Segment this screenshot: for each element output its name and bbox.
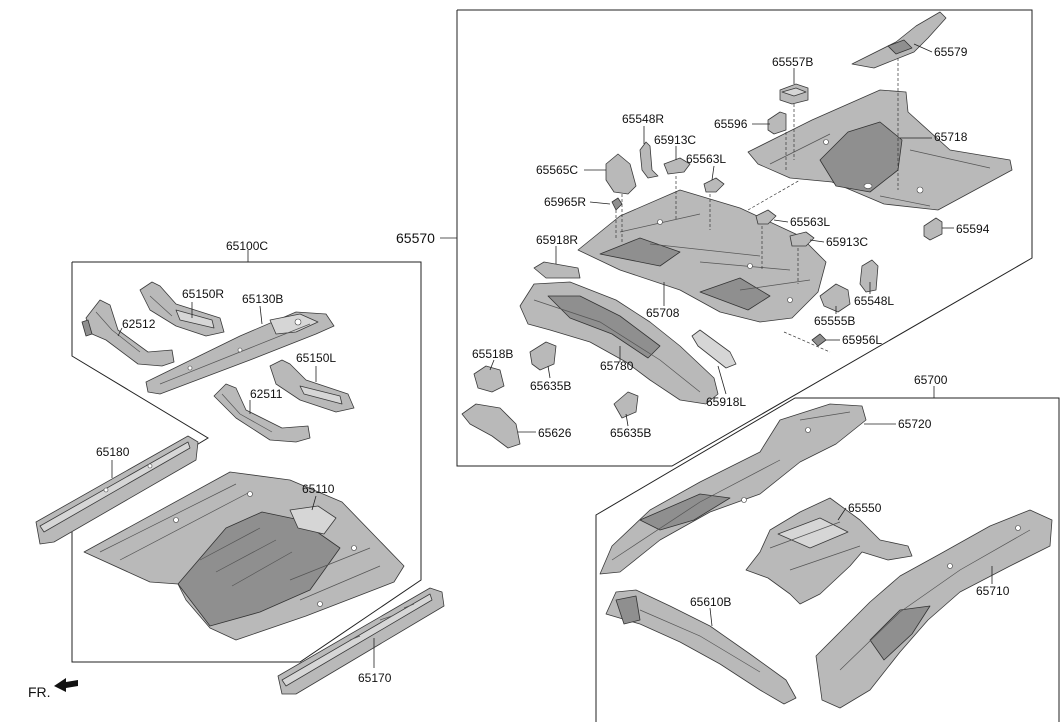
label-65913C-upper: 65913C	[654, 133, 696, 147]
part-65150L	[269, 359, 355, 413]
label-65700: 65700	[914, 373, 948, 387]
label-65555B: 65555B	[814, 314, 855, 328]
part-65170	[277, 587, 445, 695]
part-65918L	[691, 329, 737, 369]
label-65563L-upper: 65563L	[686, 152, 726, 166]
label-65635B-lower: 65635B	[610, 426, 651, 440]
part-65150R	[139, 281, 225, 337]
part-65565C	[605, 153, 637, 195]
part-65965R	[611, 197, 623, 211]
label-65557B: 65557B	[772, 55, 813, 69]
label-65918R: 65918R	[536, 233, 578, 247]
part-65610B	[605, 589, 797, 705]
part-65548R	[639, 141, 659, 179]
part-65626	[461, 403, 521, 449]
label-65718: 65718	[934, 130, 968, 144]
label-65180: 65180	[96, 445, 130, 459]
label-65710: 65710	[976, 584, 1010, 598]
label-65563L-lower: 65563L	[790, 215, 830, 229]
label-65550: 65550	[848, 501, 882, 515]
part-labels: 65100C 65150R 65130B 62512 65150L 62511 …	[28, 45, 1010, 700]
part-65550	[745, 497, 913, 605]
label-65100C: 65100C	[226, 239, 268, 253]
label-65150R: 65150R	[182, 287, 224, 301]
part-65635B-lower	[613, 391, 639, 419]
label-65518B: 65518B	[472, 347, 513, 361]
label-65610B: 65610B	[690, 595, 731, 609]
label-65956L: 65956L	[842, 333, 882, 347]
label-62511: 62511	[250, 387, 283, 401]
part-65130B	[145, 311, 335, 395]
label-65918L: 65918L	[706, 395, 746, 409]
part-65913C-lower	[789, 231, 815, 247]
part-65594	[923, 217, 943, 241]
label-fr: FR.	[28, 684, 51, 700]
part-65913C-upper	[663, 157, 691, 175]
part-65548L	[859, 259, 879, 293]
part-65956L	[811, 333, 827, 347]
group-outline-65570	[456, 9, 1033, 467]
part-65518B	[473, 365, 505, 393]
part-65555B	[819, 283, 851, 313]
part-65718	[747, 89, 1013, 211]
label-65708: 65708	[646, 306, 680, 320]
label-65720: 65720	[898, 417, 932, 431]
label-65150L: 65150L	[296, 351, 336, 365]
group-outline-65700	[595, 397, 1060, 722]
label-65626: 65626	[538, 426, 572, 440]
label-62512: 62512	[122, 317, 156, 331]
part-65557B	[779, 83, 809, 105]
label-65548R: 65548R	[622, 112, 664, 126]
label-65594: 65594	[956, 222, 990, 236]
part-65710	[815, 509, 1053, 709]
label-65110: 65110	[302, 482, 335, 496]
label-65130B: 65130B	[242, 292, 283, 306]
leader-lines	[111, 43, 993, 668]
part-62511	[213, 383, 311, 443]
label-65780: 65780	[600, 359, 634, 373]
label-65635B-upper: 65635B	[530, 379, 571, 393]
label-65170: 65170	[358, 671, 392, 685]
part-65918R	[533, 261, 581, 279]
part-65180	[35, 435, 199, 545]
alignment-lines	[615, 58, 899, 353]
part-65635B-upper	[529, 341, 557, 371]
part-65579	[851, 11, 947, 69]
label-65913C-lower: 65913C	[826, 235, 868, 249]
group-outline-65100C	[71, 261, 422, 663]
label-65548L: 65548L	[854, 294, 894, 308]
part-65780	[519, 281, 719, 405]
part-65563L-upper	[703, 177, 725, 193]
part-65596	[767, 111, 787, 135]
part-65110	[83, 471, 405, 641]
label-65965R: 65965R	[544, 195, 586, 209]
label-65579: 65579	[934, 45, 968, 59]
label-65596: 65596	[714, 117, 748, 131]
label-65570: 65570	[396, 230, 435, 246]
part-65563L-lower	[755, 209, 777, 225]
part-62512	[81, 299, 175, 367]
label-65565C: 65565C	[536, 163, 578, 177]
part-65720	[599, 403, 867, 575]
fr-arrow-icon	[54, 678, 78, 692]
